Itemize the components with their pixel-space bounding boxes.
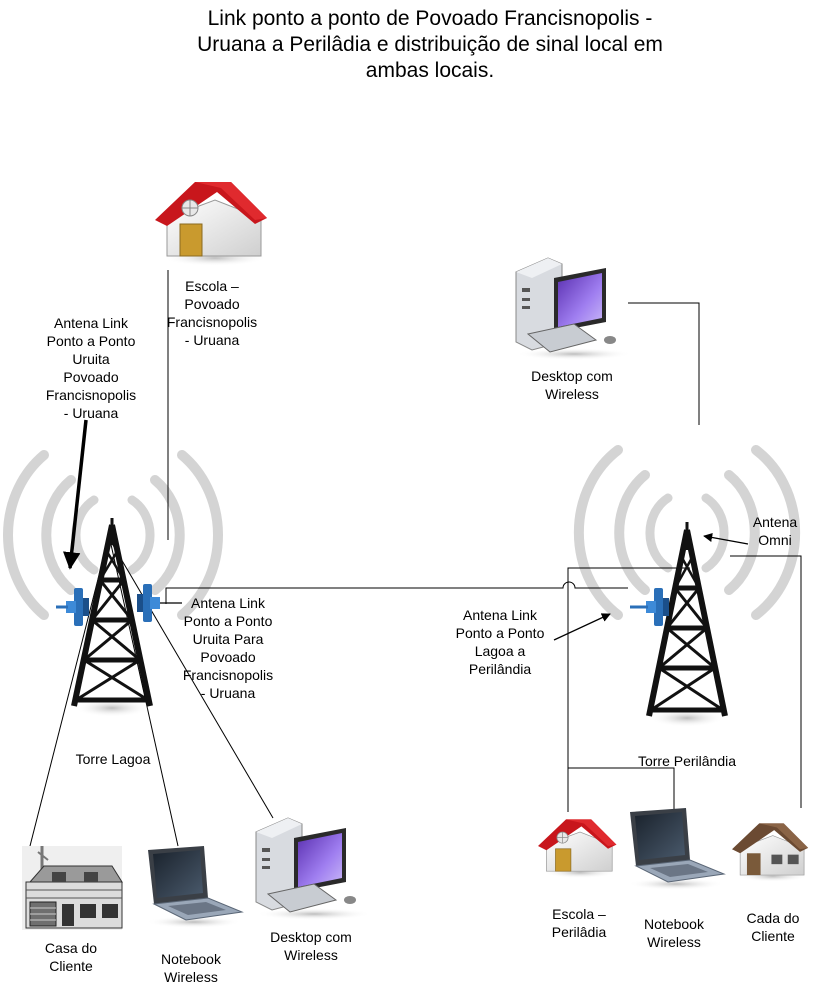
radio-tower-icon (71, 518, 153, 717)
label-line: Cliente (751, 928, 795, 944)
label-escola-perilandia: Escola – Perilâdia (534, 905, 624, 941)
label-line: Wireless (284, 947, 338, 963)
label-line: Perilândia (468, 661, 532, 677)
label-line: Antena Link (463, 607, 537, 623)
label-line: Ponto a Ponto (46, 333, 136, 349)
label-notebook-lagoa: Notebook Wireless (146, 950, 236, 986)
dish-antenna-icon (56, 588, 89, 626)
label-line: Perilâdia (551, 924, 607, 940)
label-line: Wireless (545, 386, 599, 402)
label-line: Ponto a Ponto (455, 625, 545, 641)
page-title: Link ponto a ponto de Povoado Francisnop… (140, 6, 720, 84)
label-line: Notebook (644, 916, 704, 932)
house-icon (538, 819, 617, 879)
label-torre-lagoa: Torre Lagoa (56, 750, 170, 768)
label-antena-link-uruita-povoado: Antena Link Ponto a Ponto Uruita Povoado… (30, 314, 152, 422)
laptop-icon (628, 808, 726, 890)
label-line: - Uruana (184, 332, 240, 348)
link-desktop-perilandia (628, 302, 700, 425)
label-line: Ponto a Ponto (183, 613, 273, 629)
link-notebook-lagoa (109, 539, 179, 847)
house-icon (22, 846, 123, 930)
label-line: Desktop com (270, 929, 352, 945)
label-casa-cliente: Casa do Cliente (26, 939, 116, 975)
label-line: Casa do (44, 940, 98, 956)
label-antena-link-uruita-para-povoado: Antena Link Ponto a Ponto Uruita Para Po… (168, 594, 288, 702)
label-cada-cliente: Cada do Cliente (728, 909, 818, 945)
label-line: - Uruana (200, 685, 256, 701)
label-line: Notebook (161, 951, 221, 967)
link-notebook-perilandia (568, 767, 675, 810)
label-line: Uruita Para (192, 631, 264, 647)
link-cada-cliente (730, 555, 802, 808)
title-line: Uruana a Perilâdia e distribuição de sin… (197, 33, 663, 56)
label-line: Omni (758, 532, 792, 548)
label-line: Povoado (200, 649, 256, 665)
label-line: Lagoa a (474, 643, 526, 659)
label-escola-povoado: Escola – Povoado Francisnopolis - Uruana (160, 277, 264, 349)
label-line: Povoado (63, 369, 119, 385)
label-line: Antena (752, 514, 798, 530)
label-line: Francisnopolis (45, 387, 137, 403)
desktop-computer-icon (255, 817, 372, 920)
arrow-antena-link-lagoa (553, 613, 611, 641)
link-escola-perilandia (567, 567, 690, 812)
laptop-icon (146, 846, 244, 928)
label-desktop-perilandia: Desktop com Wireless (508, 367, 636, 403)
house-icon (155, 182, 267, 266)
label-line: Antena Link (54, 315, 128, 331)
label-line: Escola – (185, 278, 239, 294)
label-line: - Uruana (63, 405, 119, 421)
label-line: Uruita (72, 351, 110, 367)
label-line: Francisnopolis (182, 667, 274, 683)
label-line: Torre Lagoa (75, 751, 151, 767)
title-line: ambas locais. (365, 59, 495, 82)
label-line: Desktop com (531, 368, 613, 384)
label-desktop-lagoa: Desktop com Wireless (250, 928, 372, 964)
label-line: Francisnopolis (166, 314, 258, 330)
house-icon (732, 823, 809, 882)
label-line: Cliente (49, 958, 93, 974)
label-line: Antena Link (191, 595, 265, 611)
link-desktop-lagoa (109, 539, 274, 819)
label-notebook-perilandia: Notebook Wireless (628, 915, 720, 951)
label-line: Wireless (164, 969, 218, 985)
label-line: Povoado (184, 296, 240, 312)
label-antena-link-lagoa-perilandia: Antena Link Ponto a Ponto Lagoa a Perilâ… (440, 606, 560, 678)
title-line: Link ponto a ponto de Povoado Francisnop… (207, 7, 653, 30)
desktop-computer-icon (515, 257, 632, 360)
signal-waves-lagoa (3, 450, 223, 620)
radio-tower-icon (646, 522, 728, 727)
label-line: Cada do (746, 910, 800, 926)
dish-antenna-icon (630, 588, 669, 626)
label-line: Escola – (552, 906, 606, 922)
dish-antenna-icon (137, 584, 160, 622)
arrow-antena-omni (703, 532, 749, 545)
signal-waves-perilandia (573, 445, 801, 620)
label-torre-perilandia: Torre Perilândia (620, 752, 754, 770)
label-line: Wireless (647, 934, 701, 950)
label-antena-omni: Antena Omni (742, 513, 808, 549)
arrow-antena-link-uruita (62, 419, 88, 570)
label-line: Torre Perilândia (637, 753, 737, 769)
